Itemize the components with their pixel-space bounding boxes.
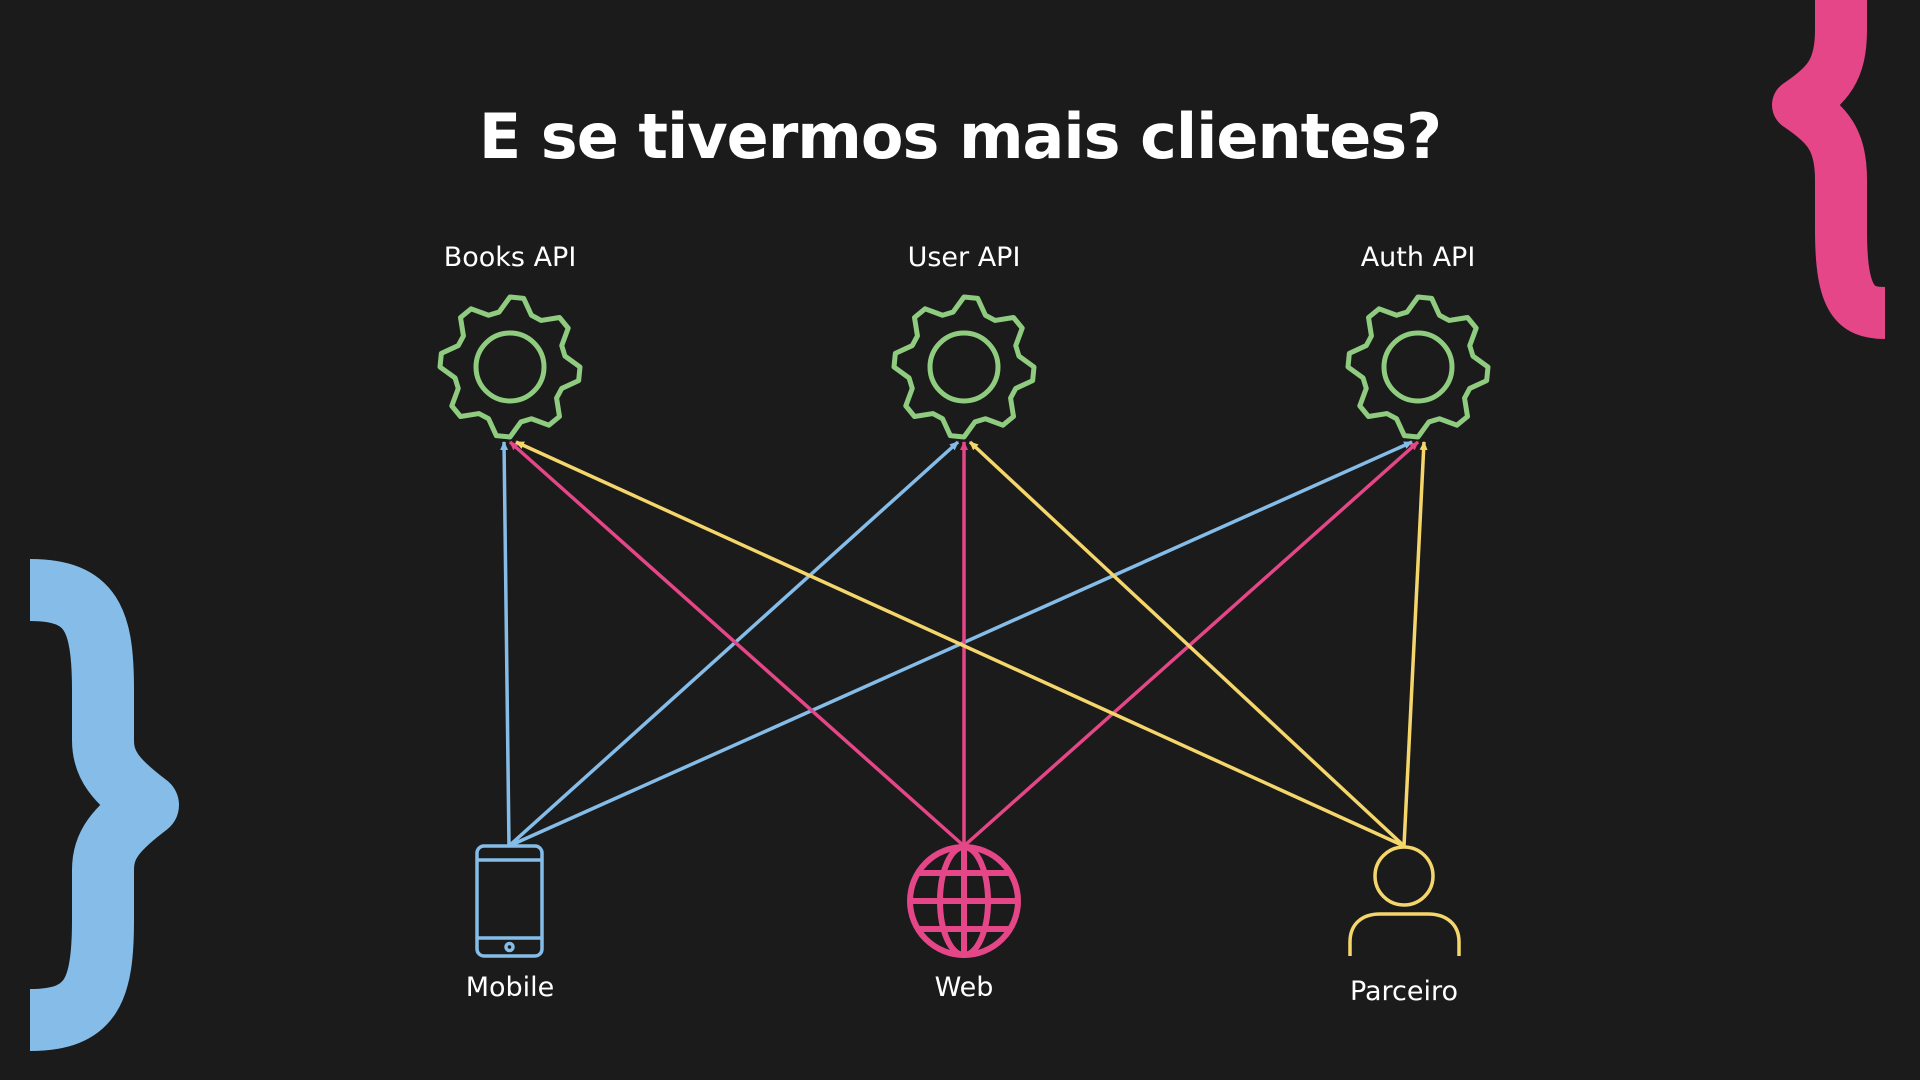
connector-parceiro-to-books bbox=[515, 440, 1405, 848]
smartphone-icon bbox=[475, 844, 544, 958]
slide-title: E se tivermos mais clientes? bbox=[478, 100, 1442, 173]
connector-parceiro-to-auth bbox=[1402, 441, 1428, 847]
left-brace-icon bbox=[28, 559, 179, 1051]
connector-mobile-to-books bbox=[500, 441, 511, 847]
gear-outline bbox=[891, 294, 1037, 440]
label-user-api: User API bbox=[907, 242, 1021, 273]
gear-hub bbox=[1381, 330, 1455, 404]
label-parceiro: Parceiro bbox=[1349, 976, 1459, 1007]
connector-parceiro-to-user bbox=[968, 440, 1406, 848]
gear-icon bbox=[891, 294, 1037, 440]
connector-web-to-auth bbox=[962, 440, 1420, 848]
connector-web-to-books bbox=[508, 440, 966, 848]
gear-hub bbox=[927, 330, 1001, 404]
connector-mobile-to-user bbox=[507, 440, 960, 848]
gear-outline bbox=[1345, 294, 1491, 440]
right-brace-icon bbox=[1772, 0, 1887, 339]
globe-icon bbox=[907, 844, 1021, 958]
label-auth-api: Auth API bbox=[1360, 242, 1476, 273]
gear-icon bbox=[437, 294, 583, 440]
label-books-api: Books API bbox=[443, 242, 577, 273]
gear-icon bbox=[1345, 294, 1491, 440]
label-web: Web bbox=[934, 972, 994, 1003]
person-icon bbox=[1348, 845, 1461, 956]
gear-hub bbox=[473, 330, 547, 404]
label-mobile: Mobile bbox=[465, 972, 555, 1003]
gear-outline bbox=[437, 294, 583, 440]
